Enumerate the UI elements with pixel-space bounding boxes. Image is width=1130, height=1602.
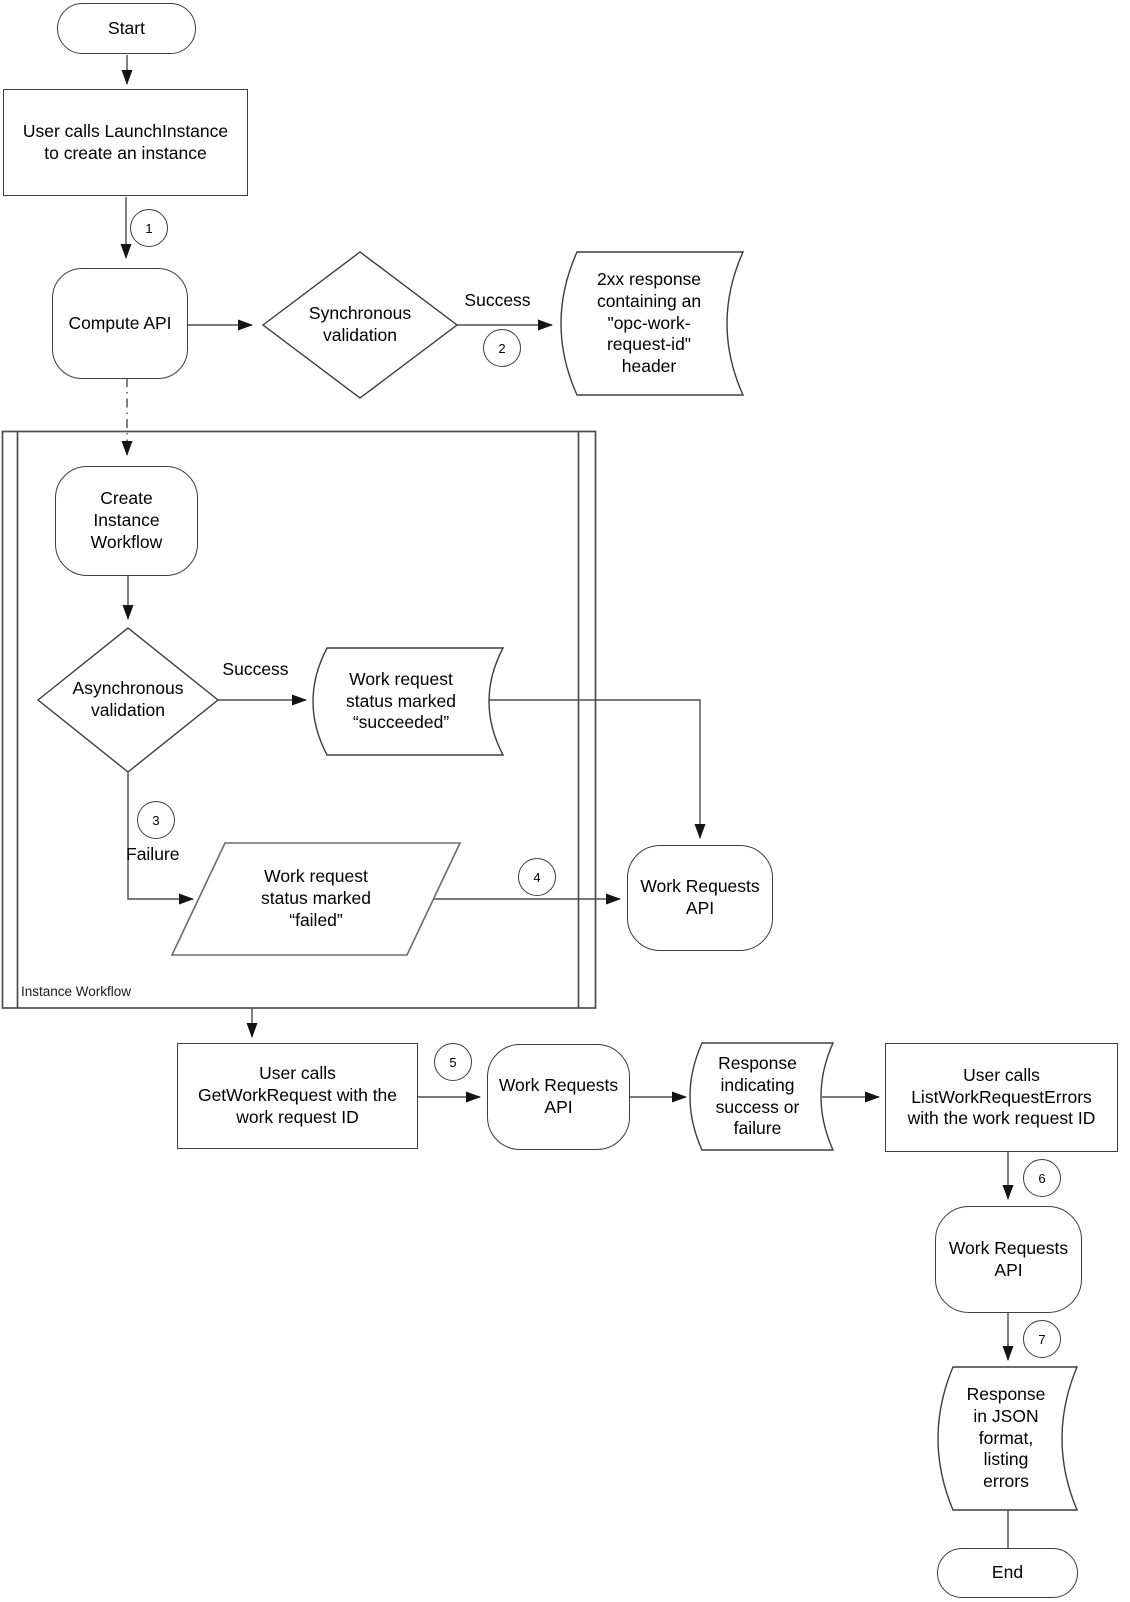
list-work-request-errors-step: User calls ListWorkRequestErrors with th… bbox=[885, 1043, 1118, 1152]
create-instance-workflow-node: Create Instance Workflow bbox=[55, 466, 198, 576]
compute-api-node: Compute API bbox=[52, 268, 188, 379]
step-circle-7: 7 bbox=[1023, 1320, 1061, 1358]
step-circle-3: 3 bbox=[137, 801, 175, 839]
response-success-failure-document bbox=[689, 1042, 835, 1151]
work-requests-api-node-1: Work Requests API bbox=[627, 845, 773, 951]
instance-workflow-container-label: Instance Workflow bbox=[21, 984, 132, 999]
failed-status-label: Work request status marked “failed” bbox=[261, 866, 371, 930]
succeeded-status-label: Work request status marked “succeeded” bbox=[346, 668, 456, 733]
response-2xx-label: 2xx response containing an "opc-work- re… bbox=[596, 269, 702, 377]
edge-async-failed bbox=[127, 772, 194, 905]
response-json-label: Response in JSON format, listing errors bbox=[966, 1384, 1046, 1492]
failed-status-parallelogram bbox=[170, 842, 462, 956]
response-success-failure-label: Response indicating success or failure bbox=[715, 1053, 800, 1139]
container-outer-border bbox=[1, 430, 597, 1009]
launch-instance-step: User calls LaunchInstance to create an i… bbox=[3, 89, 248, 196]
sync-validation-label: Synchronous validation bbox=[308, 303, 412, 345]
failure-label: Failure bbox=[126, 844, 180, 864]
edge-succeeded-wrapi bbox=[489, 699, 706, 839]
response-json-document bbox=[937, 1366, 1079, 1511]
async-validation-diamond bbox=[36, 627, 220, 773]
work-requests-api-node-2: Work Requests API bbox=[487, 1044, 630, 1150]
response-2xx-document bbox=[560, 251, 745, 396]
end-terminal: End bbox=[937, 1548, 1078, 1598]
success-label-sync: Success bbox=[464, 290, 531, 310]
instance-workflow-container bbox=[1, 430, 597, 1009]
step-circle-6: 6 bbox=[1023, 1159, 1061, 1197]
step-circle-2: 2 bbox=[483, 329, 521, 367]
step-circle-1: 1 bbox=[130, 209, 168, 247]
start-terminal: Start bbox=[57, 3, 196, 54]
step-circle-5: 5 bbox=[434, 1043, 472, 1081]
async-validation-label: Asynchronous validation bbox=[72, 678, 184, 720]
connectors bbox=[120, 55, 1014, 1548]
get-work-request-step: User calls GetWorkRequest with the work … bbox=[177, 1043, 418, 1149]
sync-validation-diamond bbox=[261, 251, 459, 399]
success-label-async: Success bbox=[222, 659, 289, 679]
succeeded-status-document bbox=[312, 647, 505, 756]
step-circle-4: 4 bbox=[518, 858, 556, 896]
work-requests-api-node-3: Work Requests API bbox=[935, 1206, 1082, 1313]
